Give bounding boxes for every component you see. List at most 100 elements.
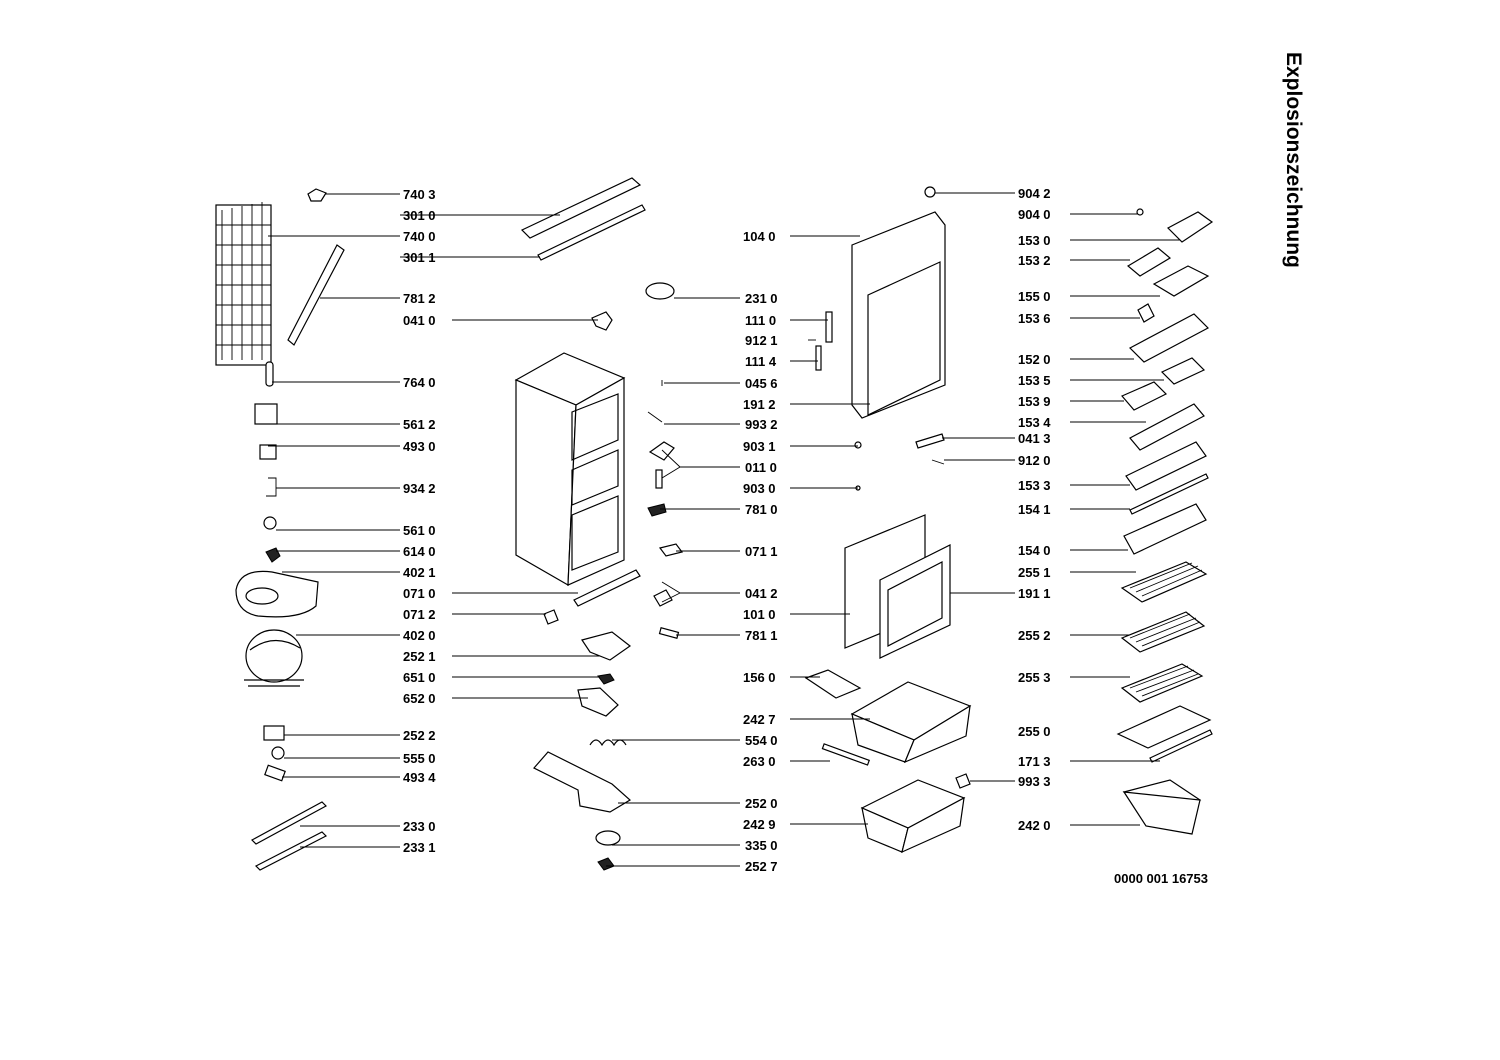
relay-252-2 [263, 725, 285, 741]
callout-label: 904 2 [1018, 186, 1051, 201]
callout-label: 903 0 [743, 481, 776, 496]
document-number: 0000 001 16753 [1114, 871, 1208, 886]
cap-904-2 [924, 186, 936, 198]
rail-233-1 [254, 831, 328, 871]
callout-label: 301 0 [403, 208, 436, 223]
callout-label: 041 3 [1018, 431, 1051, 446]
cover-493 [259, 444, 277, 460]
callout-label: 912 1 [745, 333, 778, 348]
callout-label: 263 0 [743, 754, 776, 769]
callout-label: 153 2 [1018, 253, 1051, 268]
callout-label: 233 1 [403, 840, 436, 855]
condenser-coil [215, 202, 272, 366]
part-drawings [215, 177, 1214, 871]
callout-label: 171 3 [1018, 754, 1051, 769]
screw-912-0 [931, 459, 945, 465]
callout-label: 561 0 [403, 523, 436, 538]
handle-111-0 [825, 311, 833, 343]
shelf-255-2 [1120, 611, 1206, 653]
shelf-153-4 [1129, 403, 1205, 451]
shelf-153-2 [1126, 247, 1172, 277]
callout-label: 651 0 [403, 670, 436, 685]
callout-label: 153 6 [1018, 311, 1051, 326]
hinge-cover [645, 282, 675, 300]
callout-label: 071 0 [403, 586, 436, 601]
callout-label: 781 0 [745, 502, 778, 517]
callout-label: 191 2 [743, 397, 776, 412]
drawer-242-7 [850, 681, 972, 764]
callout-label: 554 0 [745, 733, 778, 748]
callout-label: 402 0 [403, 628, 436, 643]
callout-label: 993 3 [1018, 774, 1051, 789]
callout-label: 781 2 [403, 291, 436, 306]
callout-label: 011 0 [745, 460, 777, 475]
bushing [271, 746, 285, 760]
rail-154-1 [1129, 473, 1209, 515]
callout-label: 153 0 [1018, 233, 1051, 248]
callout-label: 555 0 [403, 751, 436, 766]
cap-904-0 [1136, 208, 1144, 216]
callout-label: 153 3 [1018, 478, 1051, 493]
bracket-041-3 [915, 433, 945, 449]
callout-label: 154 0 [1018, 543, 1051, 558]
hinge-041-2 [653, 589, 673, 607]
ice-tray [804, 669, 862, 699]
clip-252-7 [597, 857, 615, 871]
callout-label: 255 2 [1018, 628, 1051, 643]
callout-label: 740 3 [403, 187, 436, 202]
callout-label: 191 1 [1018, 586, 1051, 601]
callout-label: 993 2 [745, 417, 778, 432]
callout-label: 740 0 [403, 229, 436, 244]
callout-label: 493 0 [403, 439, 436, 454]
crisper-242-0 [1122, 779, 1202, 835]
callout-label: 255 3 [1018, 670, 1051, 685]
compressor [244, 629, 304, 687]
callout-label: 242 9 [743, 817, 776, 832]
clip-071-2 [543, 609, 559, 625]
rail-071-0 [573, 569, 641, 607]
drawer-242-9 [860, 779, 966, 854]
callout-label: 071 2 [403, 607, 436, 622]
callout-label: 255 0 [1018, 724, 1051, 739]
callout-label: 152 0 [1018, 352, 1051, 367]
shelf-153-3 [1125, 441, 1207, 491]
capacitor [265, 361, 274, 387]
callout-label: 111 4 [745, 354, 777, 369]
callout-label: 255 1 [1018, 565, 1051, 580]
lower-door [844, 514, 951, 659]
glass-255-0 [1116, 705, 1212, 749]
strut [287, 244, 345, 346]
callouts-right-inner: 904 2 904 0 041 3 912 0 191 1 993 3 [1018, 186, 1051, 789]
rail-top [520, 177, 642, 239]
callout-label: 041 2 [745, 586, 778, 601]
callout-label: 781 1 [745, 628, 778, 643]
callout-label: 153 4 [1018, 415, 1051, 430]
shelf-154-0 [1123, 503, 1207, 555]
shelf-153-9 [1121, 381, 1168, 411]
shelf-255-1 [1120, 561, 1208, 603]
callout-label: 561 2 [403, 417, 436, 432]
fridge-cabinet [514, 352, 626, 587]
cover-071-1 [658, 543, 684, 557]
hinge-pin [655, 469, 663, 489]
relay [254, 403, 278, 425]
callout-label: 493 4 [403, 770, 436, 785]
hinge-011-0 [648, 441, 675, 461]
callout-label: 252 2 [403, 728, 436, 743]
screw-993-2 [647, 411, 663, 423]
callout-label: 104 0 [743, 229, 776, 244]
callout-label: 233 0 [403, 819, 436, 834]
callout-label: 252 0 [745, 796, 778, 811]
clip-part [307, 188, 327, 202]
callout-label: 652 0 [403, 691, 436, 706]
callout-label: 101 0 [743, 607, 776, 622]
shelf-153-0 [1167, 211, 1214, 243]
shelf-255-3 [1120, 663, 1204, 703]
shelf-153-5 [1160, 357, 1206, 385]
rail-bottom [537, 204, 646, 261]
plate-493-4 [264, 764, 286, 782]
clip-993-3 [955, 773, 971, 789]
callout-label: 934 2 [403, 481, 436, 496]
callout-label: 614 0 [403, 544, 436, 559]
egg-tray [1152, 265, 1210, 297]
